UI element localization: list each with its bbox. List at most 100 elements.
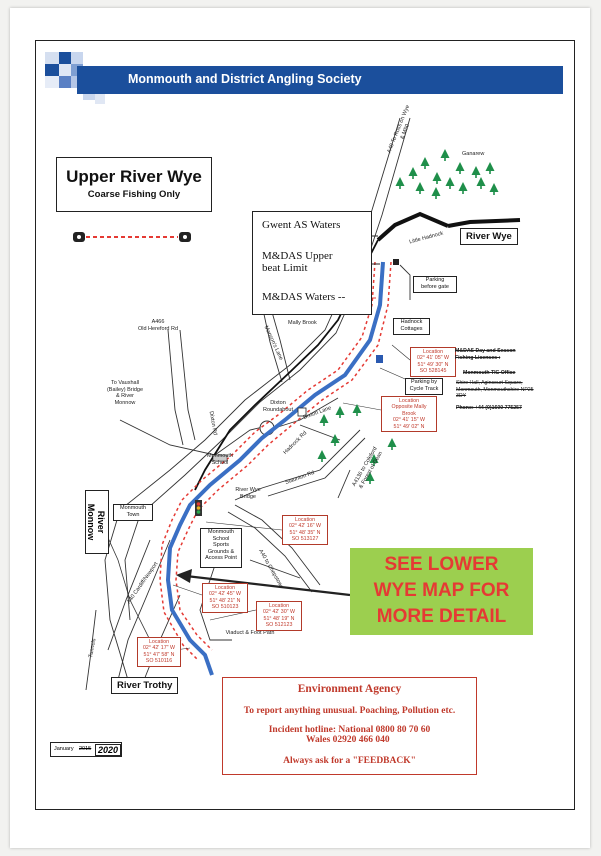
label-dixton-1: Dixton bbox=[270, 400, 286, 406]
env-hotline-national: Incident hotline: National 0800 80 70 60 bbox=[268, 725, 431, 735]
label-mon-town-1: Monmouth bbox=[120, 505, 146, 511]
label-sports-2: School bbox=[212, 535, 230, 542]
label-parking-gate-1: Parking bbox=[425, 277, 445, 283]
label-dixton-2: Roundabout bbox=[263, 406, 293, 413]
see-lower-wye-callout: SEE LOWER WYE MAP FOR MORE DETAIL bbox=[350, 548, 533, 635]
env-title: Environment Agency bbox=[297, 683, 402, 695]
label-monmouth-school: Monmouth School bbox=[205, 453, 235, 466]
env-hotline-wales: Wales 02920 466 040 bbox=[306, 735, 390, 745]
river-monnow-label: River Monnow bbox=[86, 492, 106, 552]
date-struck-year: 2015 bbox=[79, 746, 92, 752]
label-sports-1: Monmouth bbox=[208, 529, 234, 535]
hadnock-cottages-box: Hadnock Cottages bbox=[393, 318, 430, 335]
env-report: To report anything unusual. Poaching, Po… bbox=[243, 706, 456, 716]
struck-note-phone: Phone: +44 (0)1600 775257 bbox=[456, 405, 522, 411]
location-6-line1: Location bbox=[148, 639, 170, 645]
location-5-line3: 51° 48' 19" N bbox=[263, 615, 295, 622]
location-1-line2: 02° 41' 05" W bbox=[416, 355, 450, 362]
label-wye-bridge: River Wye Bridge bbox=[230, 487, 266, 500]
location-2-line3: 02° 41' 15" W bbox=[392, 417, 426, 424]
label-vauxhall-4: Monnow bbox=[114, 399, 136, 406]
legend-symbol bbox=[73, 232, 191, 242]
parking-icon bbox=[393, 259, 399, 265]
location-6-line4: SO 510116 bbox=[145, 658, 173, 665]
label-hadnock-2: Cottages bbox=[400, 325, 423, 332]
location-5-line2: 02° 42' 30" W bbox=[262, 609, 296, 616]
label-vauxhall-1: To Vauxhall bbox=[110, 380, 140, 386]
label-parking-cycle-2: Cycle Track bbox=[409, 385, 439, 392]
label-vauxhall-3: & River bbox=[115, 393, 135, 399]
location-3-line4: SO 513127 bbox=[291, 536, 319, 543]
location-6-line3: 51° 47' 58" N bbox=[143, 651, 175, 658]
river-monnow-line1: River bbox=[96, 510, 106, 534]
label-parking-cycle-1: Parking by bbox=[411, 379, 437, 385]
header-banner bbox=[77, 66, 563, 94]
society-title: Monmouth and District Angling Society bbox=[128, 72, 362, 86]
legend-upper-limit-2: beat Limit bbox=[262, 262, 308, 274]
struck-note-licenses: M&DAS Day and Season Fishing Licenses : bbox=[455, 348, 516, 361]
location-4-line1: Location bbox=[214, 585, 236, 591]
location-1-line4: SO 528145 bbox=[419, 368, 447, 375]
legend-gwent: Gwent AS Waters bbox=[262, 219, 341, 231]
label-vauxhall-2: (Bailey) Bridge bbox=[106, 386, 144, 393]
label-sports-4: Grounds & bbox=[207, 548, 235, 555]
label-vauxhall: To Vauxhall (Bailey) Bridge & River Monn… bbox=[100, 380, 150, 406]
legend-mdas-waters: M&DAS Waters -- bbox=[262, 291, 346, 303]
location-4-line3: 51° 48' 21" N bbox=[209, 597, 241, 604]
environment-agency-box: Environment Agency To report anything un… bbox=[222, 677, 477, 775]
map-title: Upper River Wye bbox=[66, 167, 202, 186]
label-a466-2: Old Hereford Rd bbox=[137, 325, 179, 332]
callout-line3: MORE DETAIL bbox=[376, 606, 507, 627]
label-sports-5: Access Point bbox=[205, 555, 237, 561]
bridge-icon bbox=[297, 355, 383, 417]
label-wye-bridge-2: Bridge bbox=[240, 493, 256, 500]
traffic-light-icon bbox=[195, 500, 202, 516]
location-2-line4: 51° 49' 02" N bbox=[393, 423, 425, 430]
struck-note-tic: Monmouth TIC Office bbox=[463, 370, 516, 376]
label-viaduct: Viaduct & Foot Path bbox=[225, 630, 275, 636]
location-5-line1: Location bbox=[268, 603, 290, 609]
location-box-4: Location 02° 42' 45" W 51° 48' 21" N SO … bbox=[202, 583, 248, 613]
callout-line2: WYE MAP FOR bbox=[373, 580, 510, 601]
date-month: January bbox=[54, 746, 74, 752]
location-2-line1: Location bbox=[398, 398, 420, 404]
location-1-line3: 51° 49' 30" N bbox=[417, 361, 449, 368]
label-parking-gate-2: before gate bbox=[421, 283, 449, 290]
location-3-line3: 51° 48' 35" N bbox=[289, 529, 321, 536]
date-stamp: January 2015 2020 bbox=[50, 742, 122, 757]
parking-gate-box: Parking before gate bbox=[413, 276, 457, 293]
location-5-line4: SO 512123 bbox=[265, 622, 293, 629]
label-wye-bridge-1: River Wye bbox=[235, 487, 261, 493]
struck-note-address: Shire Hall, Agincourt Square, Monmouth, … bbox=[456, 380, 534, 399]
label-school-1: Monmouth bbox=[207, 453, 233, 459]
location-3-line2: 02° 42' 16" W bbox=[288, 523, 322, 530]
parking-cycle-box: Parking by Cycle Track bbox=[405, 378, 443, 395]
label-a466: A466 Old Hereford Rd bbox=[133, 319, 183, 332]
river-monnow-line2: Monnow bbox=[86, 503, 96, 541]
location-4-line4: SO 510123 bbox=[211, 604, 239, 611]
river-wye-label: River Wye bbox=[460, 228, 518, 245]
location-box-5: Location 02° 42' 30" W 51° 48' 19" N SO … bbox=[256, 601, 302, 631]
callout-line1: SEE LOWER bbox=[384, 554, 499, 575]
location-3-line1: Location bbox=[294, 517, 316, 523]
label-ganarew: Ganarew bbox=[462, 151, 485, 157]
map-title-box: Upper River Wye Coarse Fishing Only bbox=[56, 157, 212, 212]
legend-box bbox=[252, 211, 372, 315]
sports-grounds-box: Monmouth School Sports Grounds & Access … bbox=[200, 528, 242, 568]
monmouth-town-box: Monmouth Town bbox=[113, 504, 153, 521]
map-subtitle: Coarse Fishing Only bbox=[87, 189, 181, 200]
label-mon-town-2: Town bbox=[126, 511, 140, 518]
label-dixton-roundabout: Dixton Roundabout bbox=[258, 400, 298, 413]
env-feedback: Always ask for a "FEEDBACK" bbox=[283, 756, 416, 766]
river-trothy-label: River Trothy bbox=[111, 677, 179, 694]
location-1-line1: Location bbox=[422, 349, 444, 355]
legend-upper-limit-1: M&DAS Upper bbox=[262, 250, 333, 262]
label-mally-brook: Mally Brook bbox=[288, 320, 317, 326]
location-4-line2: 02° 42' 45" W bbox=[208, 591, 242, 598]
location-box-6: Location 02° 42' 17" W 51° 47' 58" N SO … bbox=[137, 637, 181, 667]
label-hadnock-1: Hadnock bbox=[400, 319, 423, 325]
label-sports-3: Sports bbox=[213, 542, 229, 548]
label-school-2: School bbox=[211, 459, 229, 466]
location-box-1: Location 02° 41' 05" W 51° 49' 30" N SO … bbox=[410, 347, 456, 377]
location-box-3: Location 02° 42' 16" W 51° 48' 35" N SO … bbox=[282, 515, 328, 545]
